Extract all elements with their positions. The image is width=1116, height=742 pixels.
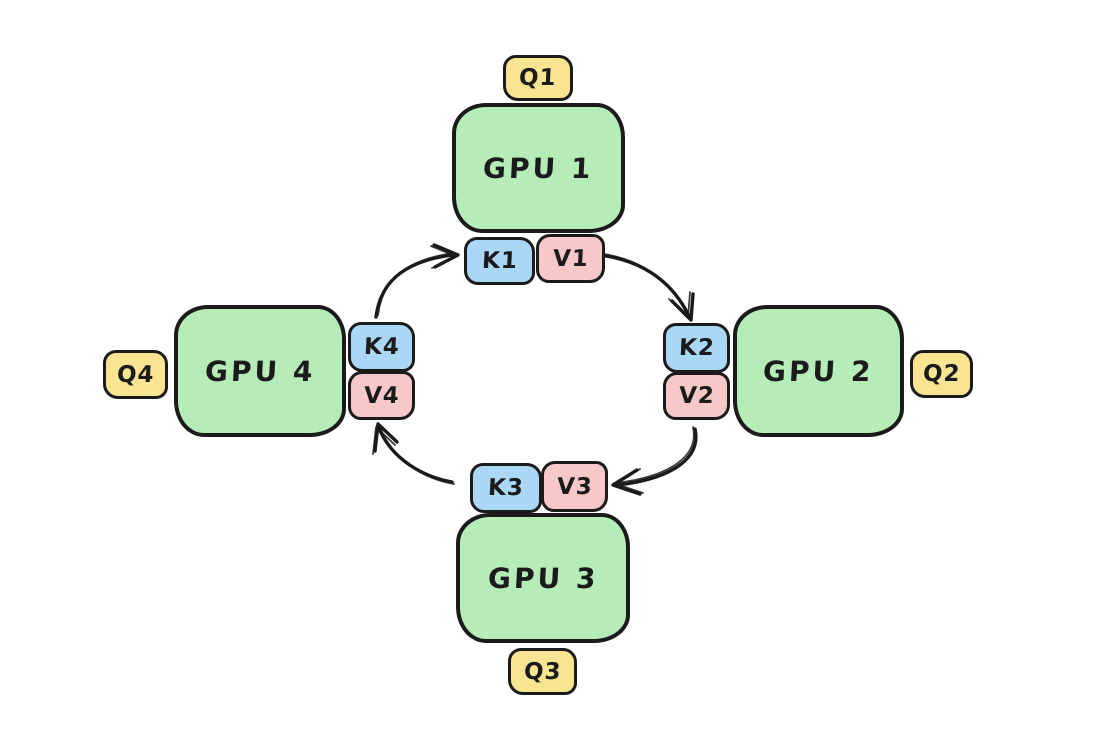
chip-q1: Q1 <box>503 55 573 101</box>
q1-label: Q1 <box>518 65 558 91</box>
k2-label: K2 <box>677 335 716 361</box>
chip-q4: Q4 <box>103 350 168 399</box>
arrow-v1-to-k2 <box>603 253 695 322</box>
chip-v3: V3 <box>541 461 608 512</box>
arrow-k3-to-v4 <box>372 422 455 485</box>
q4-label: Q4 <box>116 361 155 388</box>
chip-k4: K4 <box>348 322 415 372</box>
v4-label: V4 <box>362 382 401 409</box>
chip-q3: Q3 <box>508 648 577 695</box>
gpu4-label: GPU 4 <box>203 354 317 388</box>
chip-v4: V4 <box>348 371 415 420</box>
node-gpu2: GPU 2 <box>733 305 904 437</box>
q2-label: Q2 <box>922 361 961 387</box>
gpu3-label: GPU 3 <box>486 561 600 595</box>
q3-label: Q3 <box>523 658 562 685</box>
node-gpu4: GPU 4 <box>174 305 346 437</box>
chip-k1: K1 <box>464 237 535 285</box>
chip-q2: Q2 <box>910 350 973 398</box>
k1-label: K1 <box>480 248 519 274</box>
k3-label: K3 <box>487 475 525 501</box>
node-gpu3: GPU 3 <box>456 513 630 643</box>
gpu1-label: GPU 1 <box>482 151 595 185</box>
node-gpu1: GPU 1 <box>452 103 625 233</box>
gpu2-label: GPU 2 <box>762 354 875 388</box>
chip-k3: K3 <box>470 463 542 513</box>
arrow-k4-to-k1 <box>374 243 460 319</box>
v2-label: V2 <box>677 383 716 409</box>
chip-v2: V2 <box>663 372 730 420</box>
v1-label: V1 <box>551 245 590 272</box>
arrow-v2-to-v3 <box>611 426 698 496</box>
k4-label: K4 <box>362 334 401 360</box>
chip-k2: K2 <box>663 323 730 373</box>
v3-label: V3 <box>555 473 594 500</box>
chip-v1: V1 <box>536 234 605 283</box>
